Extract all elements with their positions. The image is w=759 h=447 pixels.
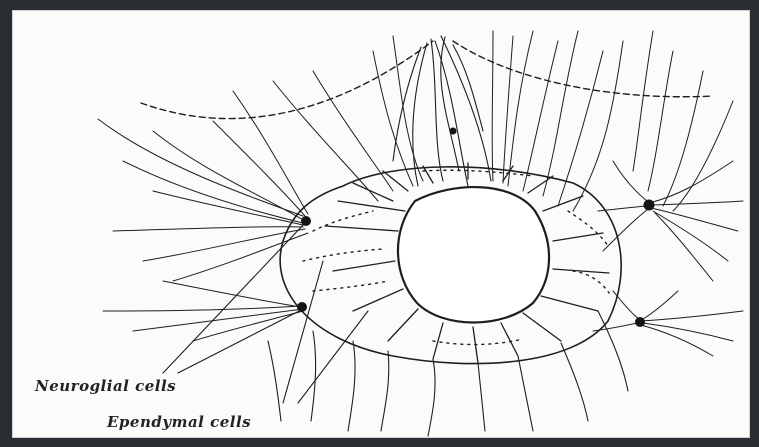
neuroglial-cells-label: Neuroglial cells [35,377,176,395]
neuroglial-cell-upper-left [301,216,311,226]
leader-lines [163,223,368,403]
central-canal [398,187,549,322]
septum-cell [450,128,457,135]
upper-fibres [273,31,733,211]
neuroglial-cell-upper-right [644,200,655,211]
illustration-panel: Neuroglial cells Ependymal cells [12,10,750,438]
ependyma-drawing [13,11,749,437]
dashed-boundary-right [453,41,713,97]
left-fibres [98,91,308,341]
neuroglial-cell-lower-left [297,302,307,312]
neuroglial-cell-lower-right [635,317,645,327]
right-fibres [593,161,743,356]
ependymal-tails [268,311,628,436]
ependymal-cells-label: Ependymal cells [107,413,251,431]
dashed-boundary-left [141,41,433,119]
